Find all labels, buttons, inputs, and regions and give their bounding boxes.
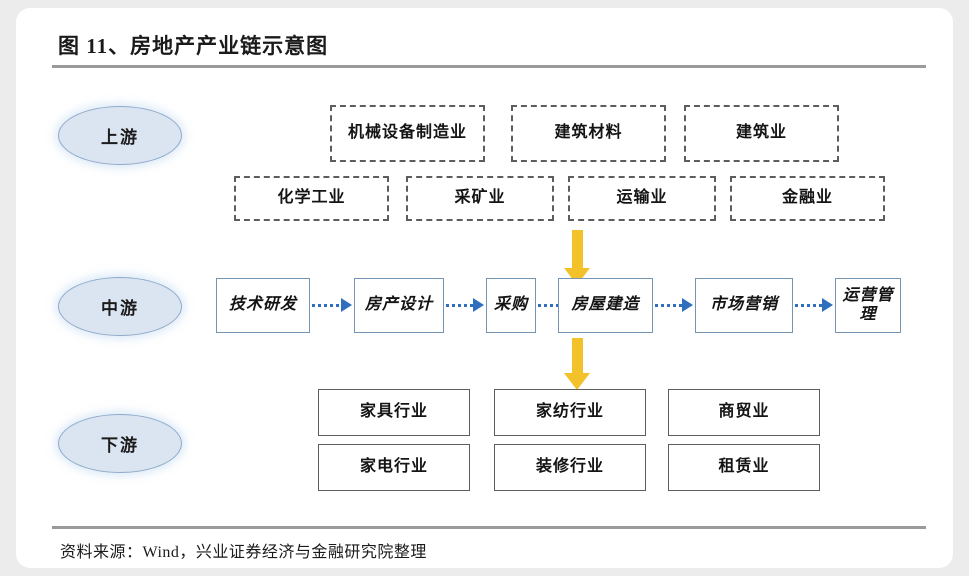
upstream-box-finance[interactable]: 金融业 [730,176,885,221]
upstream-box-transport-label: 运输业 [616,189,668,207]
tier-label-upstream: 上游 [58,106,182,165]
downstream-box-furniture[interactable]: 家具行业 [318,389,470,436]
midstream-box-house-construction[interactable]: 房屋建造 [558,278,653,333]
title-divider [52,65,926,68]
upstream-box-mining[interactable]: 采矿业 [406,176,554,221]
midstream-box-rnd[interactable]: 技术研发 [216,278,310,333]
midstream-box-design-label: 房产设计 [364,296,433,314]
midstream-box-marketing-label: 市场营销 [709,296,778,314]
tier-label-midstream: 中游 [58,277,182,336]
downstream-box-decoration-label: 装修行业 [535,458,604,476]
flow-arrow-marketing-to-operations-icon [795,298,833,312]
midstream-box-procurement-label: 采购 [493,296,528,314]
page-title: 图 11、房地产产业链示意图 [58,34,329,58]
flow-arrow-rnd-to-design-icon [312,298,352,312]
tier-label-downstream: 下游 [58,414,182,473]
midstream-box-operations-label: 运营管理 [842,286,894,323]
arrow-construction-to-downstream-icon [564,338,590,390]
upstream-box-mining-label: 采矿业 [454,189,506,207]
midstream-box-design[interactable]: 房产设计 [354,278,444,333]
midstream-box-procurement[interactable]: 采购 [486,278,536,333]
downstream-box-leasing-label: 租赁业 [718,458,770,476]
downstream-box-commerce-label: 商贸业 [718,403,770,421]
upstream-box-finance-label: 金融业 [781,189,833,207]
source-divider [52,526,926,529]
downstream-box-appliances[interactable]: 家电行业 [318,444,470,491]
midstream-box-rnd-label: 技术研发 [228,296,297,314]
source-note: 资料来源：Wind，兴业证券经济与金融研究院整理 [60,544,427,561]
upstream-box-construction-label: 建筑业 [735,124,787,142]
midstream-box-house-construction-label: 房屋建造 [571,296,640,314]
flow-arrow-design-to-procurement-icon [446,298,484,312]
upstream-box-machinery[interactable]: 机械设备制造业 [330,105,485,162]
downstream-box-hometextile[interactable]: 家纺行业 [494,389,646,436]
upstream-box-building-materials[interactable]: 建筑材料 [511,105,666,162]
upstream-box-machinery-label: 机械设备制造业 [347,124,467,142]
upstream-box-transport[interactable]: 运输业 [568,176,716,221]
diagram-stage: 上游 机械设备制造业 建筑材料 建筑业 化学工业 采矿业 运输业 金融业 中游 [16,8,953,568]
downstream-box-decoration[interactable]: 装修行业 [494,444,646,491]
downstream-box-commerce[interactable]: 商贸业 [668,389,820,436]
downstream-box-leasing[interactable]: 租赁业 [668,444,820,491]
arrow-upstream-to-construction-icon [564,230,590,285]
downstream-box-hometextile-label: 家纺行业 [535,403,604,421]
upstream-box-chemical-label: 化学工业 [277,189,346,207]
midstream-box-marketing[interactable]: 市场营销 [695,278,793,333]
upstream-box-chemical[interactable]: 化学工业 [234,176,389,221]
flow-arrow-building-to-marketing-icon [655,298,693,312]
downstream-box-furniture-label: 家具行业 [359,403,428,421]
figure-card: 图 11、房地产产业链示意图 上游 机械设备制造业 建筑材料 建筑业 化学工业 … [16,8,953,568]
downstream-box-appliances-label: 家电行业 [359,458,428,476]
upstream-box-construction[interactable]: 建筑业 [684,105,839,162]
upstream-box-building-materials-label: 建筑材料 [554,124,623,142]
midstream-box-operations[interactable]: 运营管理 [835,278,901,333]
